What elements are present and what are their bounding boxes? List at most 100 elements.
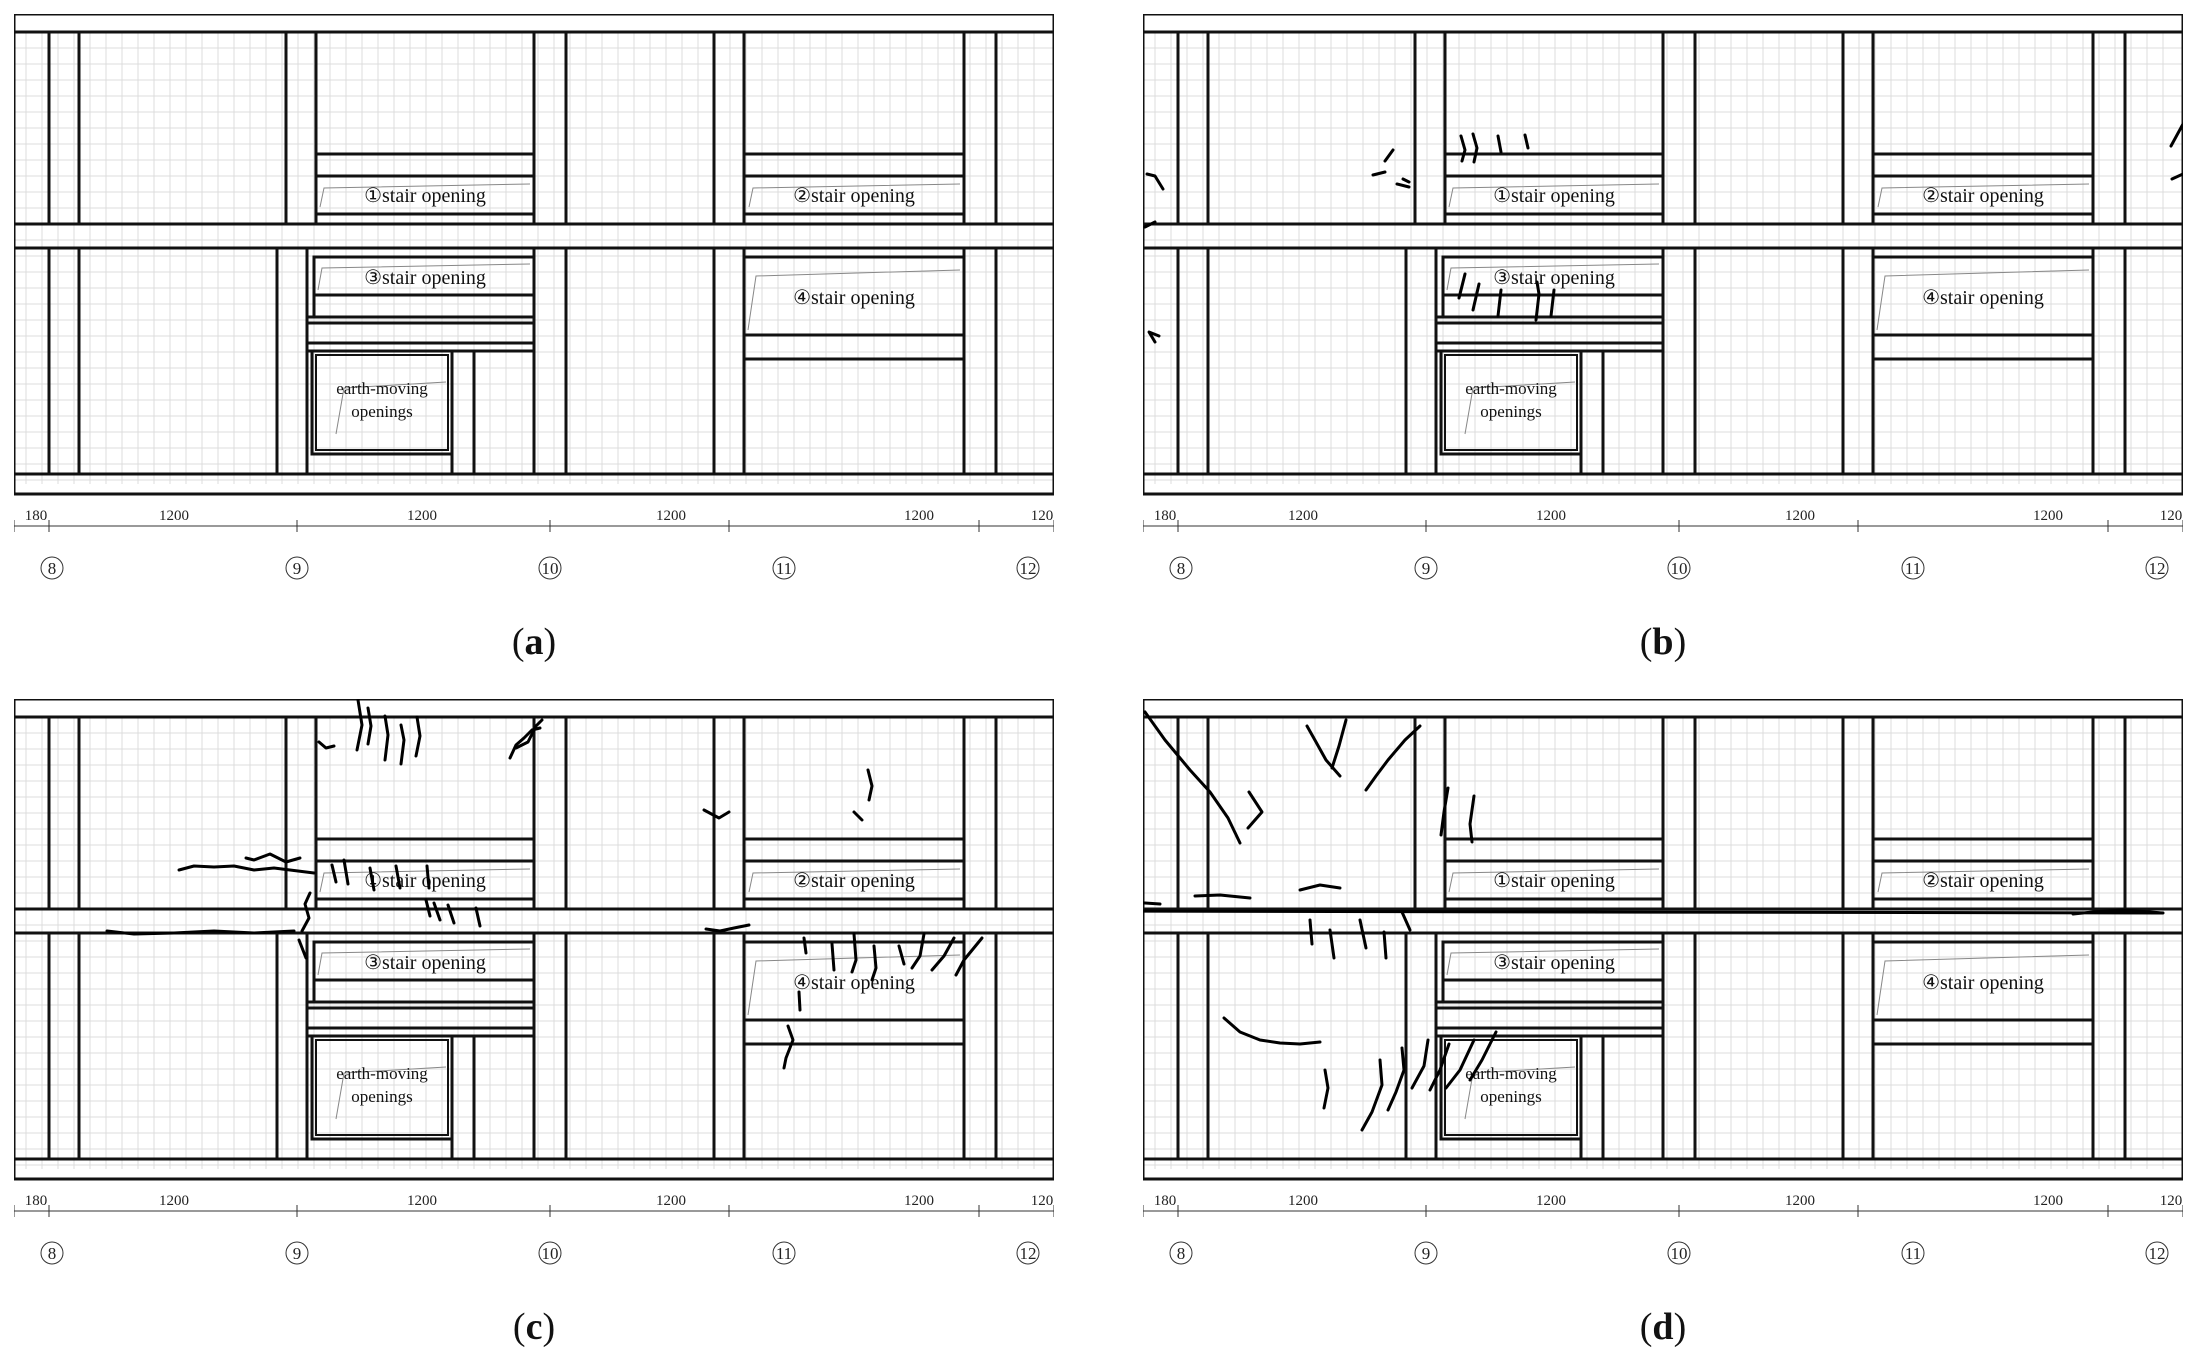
dimension-line — [1143, 520, 2183, 532]
axis-marker-8: 8 — [40, 556, 64, 580]
crack — [1386, 1046, 1406, 1112]
column-lower — [532, 246, 568, 476]
dimension-label: 1200 — [2033, 1193, 2063, 1209]
stair-strip — [1871, 333, 2095, 361]
column-lower — [712, 246, 746, 476]
caption-c: (c) — [512, 1306, 556, 1348]
svg-text:11: 11 — [776, 559, 792, 578]
stair-strip — [305, 1006, 536, 1030]
dimension-label: 1200 — [407, 508, 437, 524]
crack — [802, 936, 808, 955]
column-upper — [962, 30, 998, 226]
column-upper — [1413, 30, 1447, 226]
axis-marker-12: 12 — [2145, 556, 2169, 580]
crack — [1308, 918, 1314, 946]
stair-opening-1-label: ①stair opening — [364, 185, 486, 207]
svg-text:9: 9 — [293, 1244, 302, 1263]
crack-pattern — [1143, 122, 2183, 344]
stair-strip — [1871, 837, 2095, 863]
axis-marker-9: 9 — [1414, 1241, 1438, 1265]
svg-text:12: 12 — [1020, 559, 1037, 578]
crack — [297, 938, 308, 960]
hatch-hint — [1464, 381, 1576, 435]
stair-opening-2-label: ②stair opening — [1922, 870, 2044, 892]
openings-label: openings — [1480, 402, 1541, 421]
column-upper — [1661, 715, 1697, 911]
axis-marker-12: 12 — [2145, 1241, 2169, 1265]
crack — [1246, 790, 1264, 830]
dimension-label: 180 — [25, 1193, 48, 1209]
earth-moving-label: earth-moving — [1465, 1064, 1557, 1083]
axis-marker-10: 10 — [538, 1241, 562, 1265]
hatch-hint — [748, 183, 961, 208]
column-upper — [1841, 715, 1875, 911]
svg-text:11: 11 — [1905, 1244, 1921, 1263]
column-lower — [1404, 931, 1438, 1161]
column-upper — [1176, 30, 1210, 226]
axis-marker-8: 8 — [40, 1241, 64, 1265]
stair-opening-1-box — [314, 174, 536, 216]
svg-text:9: 9 — [1422, 559, 1431, 578]
stair-strip — [742, 152, 966, 178]
svg-text:10: 10 — [542, 559, 559, 578]
pier — [1579, 1034, 1605, 1161]
hatch-hint — [319, 183, 531, 208]
axis-marker-10: 10 — [538, 556, 562, 580]
openings-label: openings — [351, 402, 412, 421]
column-lower — [712, 931, 746, 1161]
axis-marker-12: 12 — [1016, 556, 1040, 580]
stair-strip — [742, 333, 966, 361]
stair-strip — [314, 837, 536, 863]
crack — [702, 808, 731, 820]
crack — [1468, 794, 1476, 844]
column-upper — [1176, 715, 1210, 911]
svg-text:9: 9 — [293, 559, 302, 578]
column-upper — [532, 30, 568, 226]
crack — [1143, 220, 1157, 229]
stair-opening-4-label: ④stair opening — [793, 972, 915, 994]
dimension-label: 1200 — [407, 1193, 437, 1209]
openings-label: openings — [351, 1087, 412, 1106]
crack — [1364, 724, 1422, 792]
column-lower — [1841, 931, 1875, 1161]
stair-opening-1-label: ①stair opening — [1493, 870, 1615, 892]
earth-opening-inner — [315, 354, 449, 451]
pier — [450, 349, 476, 476]
caption-b: (b) — [1639, 621, 1687, 663]
crack — [1459, 134, 1467, 163]
crack — [446, 903, 456, 925]
column-upper — [532, 715, 568, 911]
stair-strip — [312, 293, 536, 319]
hatch-hint — [335, 1066, 447, 1120]
earth-moving-label: earth-moving — [1465, 379, 1557, 398]
earth-opening-inner — [1444, 354, 1578, 451]
crack — [910, 932, 926, 970]
dimension-label: 1200 — [656, 1193, 686, 1209]
crack — [1358, 918, 1368, 950]
stair-opening-2-box — [742, 859, 966, 901]
crack — [1371, 170, 1387, 177]
stair-opening-2-label: ②stair opening — [793, 185, 915, 207]
dimension-label: 1200 — [159, 508, 189, 524]
stair-strip — [1443, 837, 1665, 863]
stair-strip — [742, 1018, 966, 1046]
crack — [866, 768, 874, 802]
stair-opening-4-label: ④stair opening — [1922, 972, 2044, 994]
dimension-label: 1200 — [1785, 508, 1815, 524]
svg-text:12: 12 — [1020, 1244, 1037, 1263]
hatch-hint — [1876, 269, 2090, 331]
hatch-hint — [748, 868, 961, 893]
caption-letter: c — [525, 1306, 543, 1348]
svg-text:11: 11 — [1905, 559, 1921, 578]
axis-marker-8: 8 — [1169, 1241, 1193, 1265]
axis-marker-8: 8 — [1169, 556, 1193, 580]
top-beam — [14, 14, 1054, 34]
crack — [1322, 1068, 1330, 1110]
crack — [2170, 172, 2183, 181]
stair-opening-1-label: ①stair opening — [1493, 185, 1615, 207]
axis-marker-12: 12 — [1016, 1241, 1040, 1265]
stair-strip — [1441, 978, 1665, 1004]
crack — [514, 718, 544, 750]
